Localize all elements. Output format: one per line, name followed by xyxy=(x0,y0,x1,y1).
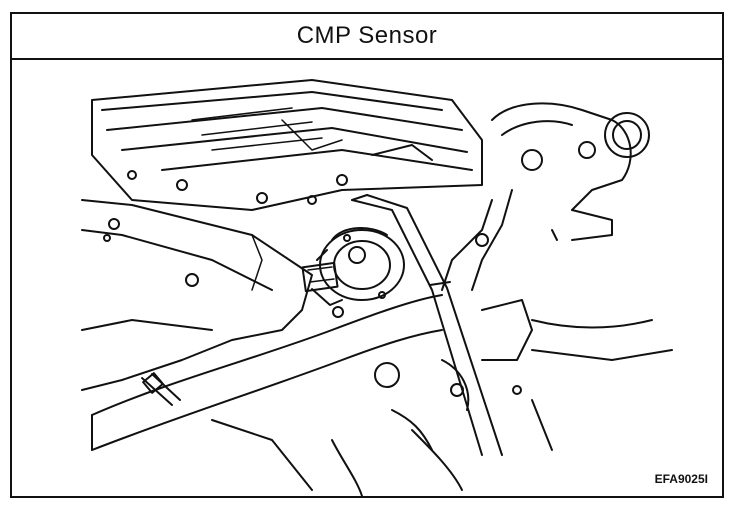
engine-bracket xyxy=(442,103,649,290)
lower-engine xyxy=(375,300,672,490)
figure-code: EFA9025I xyxy=(654,472,708,486)
valve-cover xyxy=(92,80,482,210)
engine-block-base xyxy=(82,320,362,496)
engine-illustration xyxy=(12,60,722,496)
radiator-hose xyxy=(92,295,442,450)
diagram-title: CMP Sensor xyxy=(296,22,438,49)
cylinder-block xyxy=(82,200,312,390)
cmp-sensor xyxy=(302,228,404,317)
diagram-frame: CMP Sensor xyxy=(10,12,724,498)
title-bar: CMP Sensor xyxy=(12,14,722,60)
